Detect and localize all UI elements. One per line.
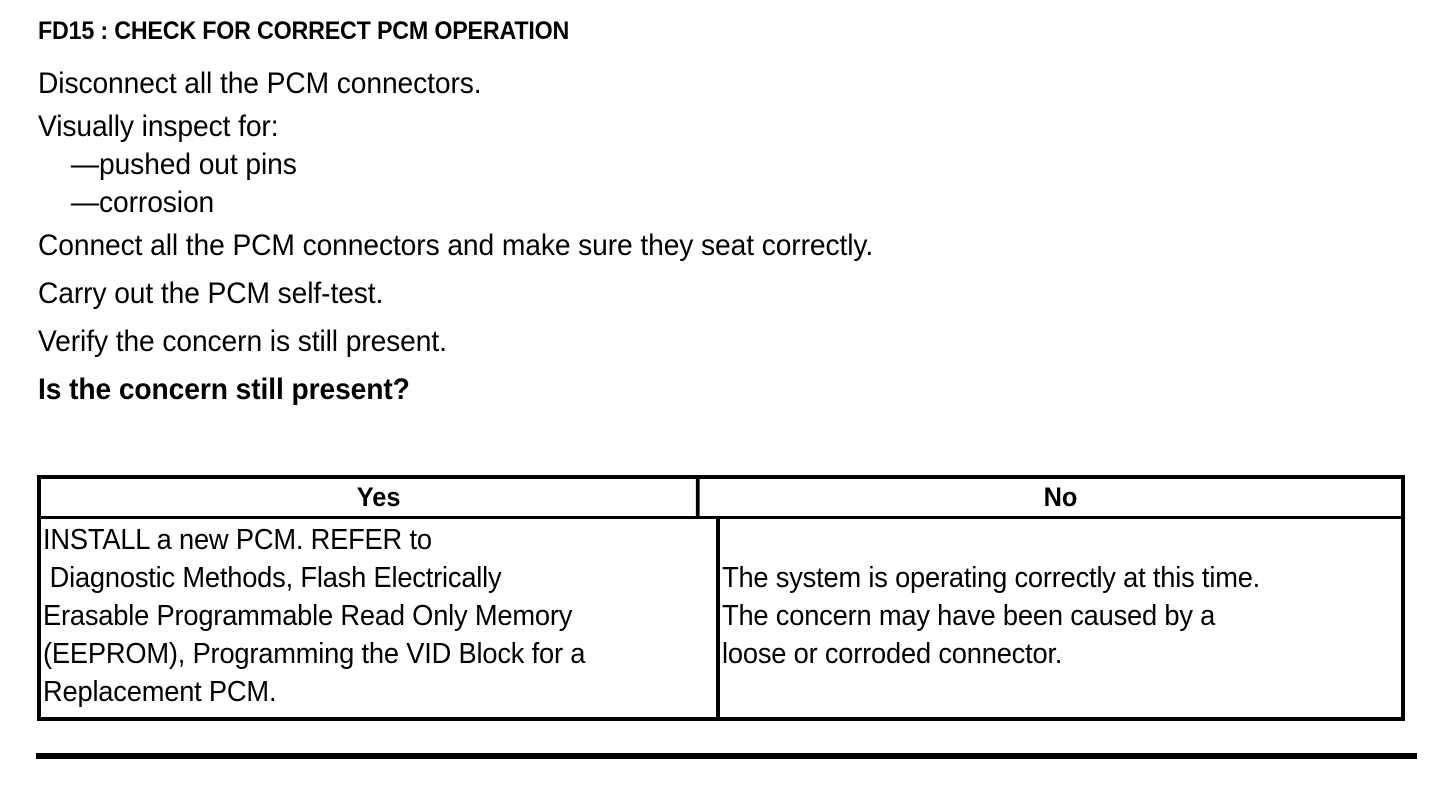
step-line: Disconnect all the PCM connectors.	[38, 67, 482, 100]
footer-divider	[36, 753, 1417, 759]
cell-text-line: loose or corroded connector.	[722, 638, 1063, 670]
step-bullet-line: —pushed out pins	[70, 148, 297, 181]
cell-text-line: The concern may have been caused by a	[722, 600, 1216, 632]
step-line: Visually inspect for:	[38, 110, 279, 143]
cell-text-line: The system is operating correctly at thi…	[722, 562, 1261, 594]
cell-text-line: Erasable Programmable Read Only Memory	[43, 600, 573, 632]
procedure-step-list: Disconnect all the PCM connectors. Visua…	[38, 60, 1418, 414]
table-cell-yes: INSTALL a new PCM. REFER to Diagnostic M…	[41, 519, 720, 717]
cell-text-line: Replacement PCM.	[43, 676, 277, 708]
table-header-yes: Yes	[61, 479, 700, 516]
decision-table: Yes No INSTALL a new PCM. REFER to Diagn…	[37, 475, 1405, 721]
page-title: FD15 : CHECK FOR CORRECT PCM OPERATION	[38, 17, 570, 45]
cell-text-line: Diagnostic Methods, Flash Electrically	[49, 562, 502, 594]
step-line: Connect all the PCM connectors and make …	[38, 229, 874, 262]
cell-text-line: INSTALL a new PCM. REFER to	[43, 524, 432, 556]
table-cell-no: The system is operating correctly at thi…	[720, 519, 1401, 717]
step-line: Carry out the PCM self-test.	[38, 277, 384, 310]
step-bullet-line: —corrosion	[70, 186, 215, 219]
cell-text-line: (EEPROM), Programming the VID Block for …	[43, 638, 586, 670]
table-row: INSTALL a new PCM. REFER to Diagnostic M…	[41, 519, 1401, 717]
table-header-no: No	[1043, 482, 1078, 512]
step-line: Verify the concern is still present.	[38, 325, 447, 358]
table-header-row: Yes No	[41, 479, 1401, 519]
decision-question: Is the concern still present?	[38, 373, 410, 406]
